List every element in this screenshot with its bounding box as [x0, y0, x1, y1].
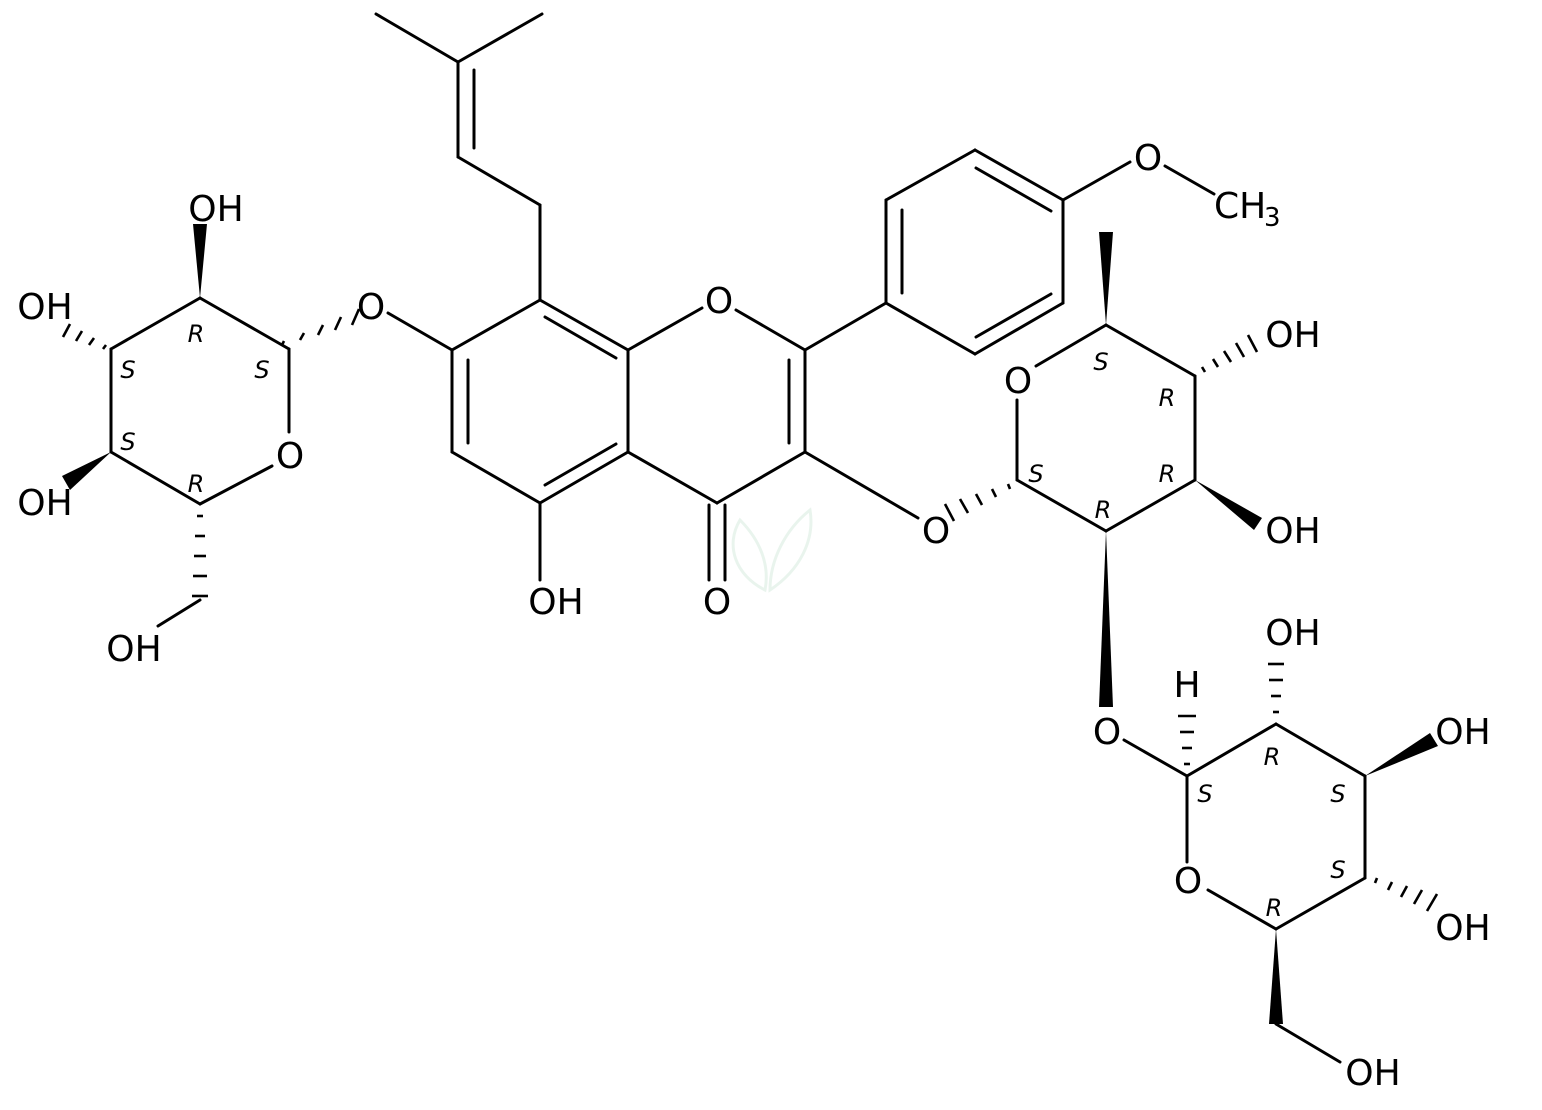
atom-glc2-oh-top: OH — [1265, 613, 1320, 654]
atom-rha-oh-lower: OH — [1265, 511, 1320, 552]
stereo-rha-c1: S — [1028, 460, 1043, 488]
stereo-glc2-c3: S — [1330, 780, 1345, 808]
atom-o-ring-c: O — [705, 281, 733, 322]
stereo-rha-c2: R — [1095, 496, 1112, 524]
stereo-glc2-c2: R — [1264, 743, 1281, 771]
atom-ch3-subscript: 3 — [1264, 203, 1281, 233]
stereo-rha-c4: R — [1159, 384, 1176, 412]
hash-bonds — [61, 308, 1439, 912]
atom-o-keto: O — [703, 582, 731, 623]
atom-labels: O O CH 3 O OH O O OH OH OH O OH O OH OH … — [17, 138, 1490, 1094]
stereo-glc1-c5: R — [188, 470, 205, 498]
stereo-glc1-c1: S — [254, 356, 269, 384]
atom-ch3: CH — [1214, 186, 1266, 227]
stereo-glc1-c3: S — [120, 356, 135, 384]
atom-glc2-oh-right-lower: OH — [1435, 908, 1490, 949]
stereo-rha-c5: S — [1093, 348, 1108, 376]
watermark-logo — [731, 507, 813, 593]
stereo-glc2-c5: R — [1266, 894, 1283, 922]
atom-glc2-h: H — [1173, 665, 1200, 706]
stereo-glc2-c1: S — [1197, 780, 1212, 808]
atom-glc1-oh-top: OH — [188, 189, 243, 230]
atom-glc2-o-ring: O — [1174, 861, 1202, 902]
atom-o-link-7: O — [357, 287, 385, 328]
atom-o-link-3: O — [922, 511, 950, 552]
stereo-descriptors: R S S S R S R R S R R S S S R — [120, 320, 1345, 922]
atom-glc1-oh-left-lower: OH — [17, 483, 72, 524]
atom-rha-oh-upper: OH — [1265, 315, 1320, 356]
atom-glc1-o-ring: O — [276, 436, 304, 477]
atom-o-link-glc2: O — [1093, 712, 1121, 753]
stereo-rha-c3: R — [1159, 460, 1176, 488]
wedge-bonds — [62, 224, 1438, 1024]
stereo-glc2-c4: S — [1330, 856, 1345, 884]
atom-glc2-ch2oh: OH — [1345, 1053, 1400, 1094]
atom-glc2-oh-right-upper: OH — [1435, 712, 1490, 753]
atom-glc1-oh-left-upper: OH — [17, 287, 72, 328]
stereo-glc1-c4: S — [120, 428, 135, 456]
atom-oh-5: OH — [528, 582, 583, 623]
stereo-glc1-c2: R — [188, 320, 205, 348]
atom-o-methoxy: O — [1134, 138, 1162, 179]
atom-rha-o-ring: O — [1004, 361, 1032, 402]
bond-network — [109, 12, 1367, 1064]
atom-glc1-ch2oh: OH — [106, 629, 161, 670]
